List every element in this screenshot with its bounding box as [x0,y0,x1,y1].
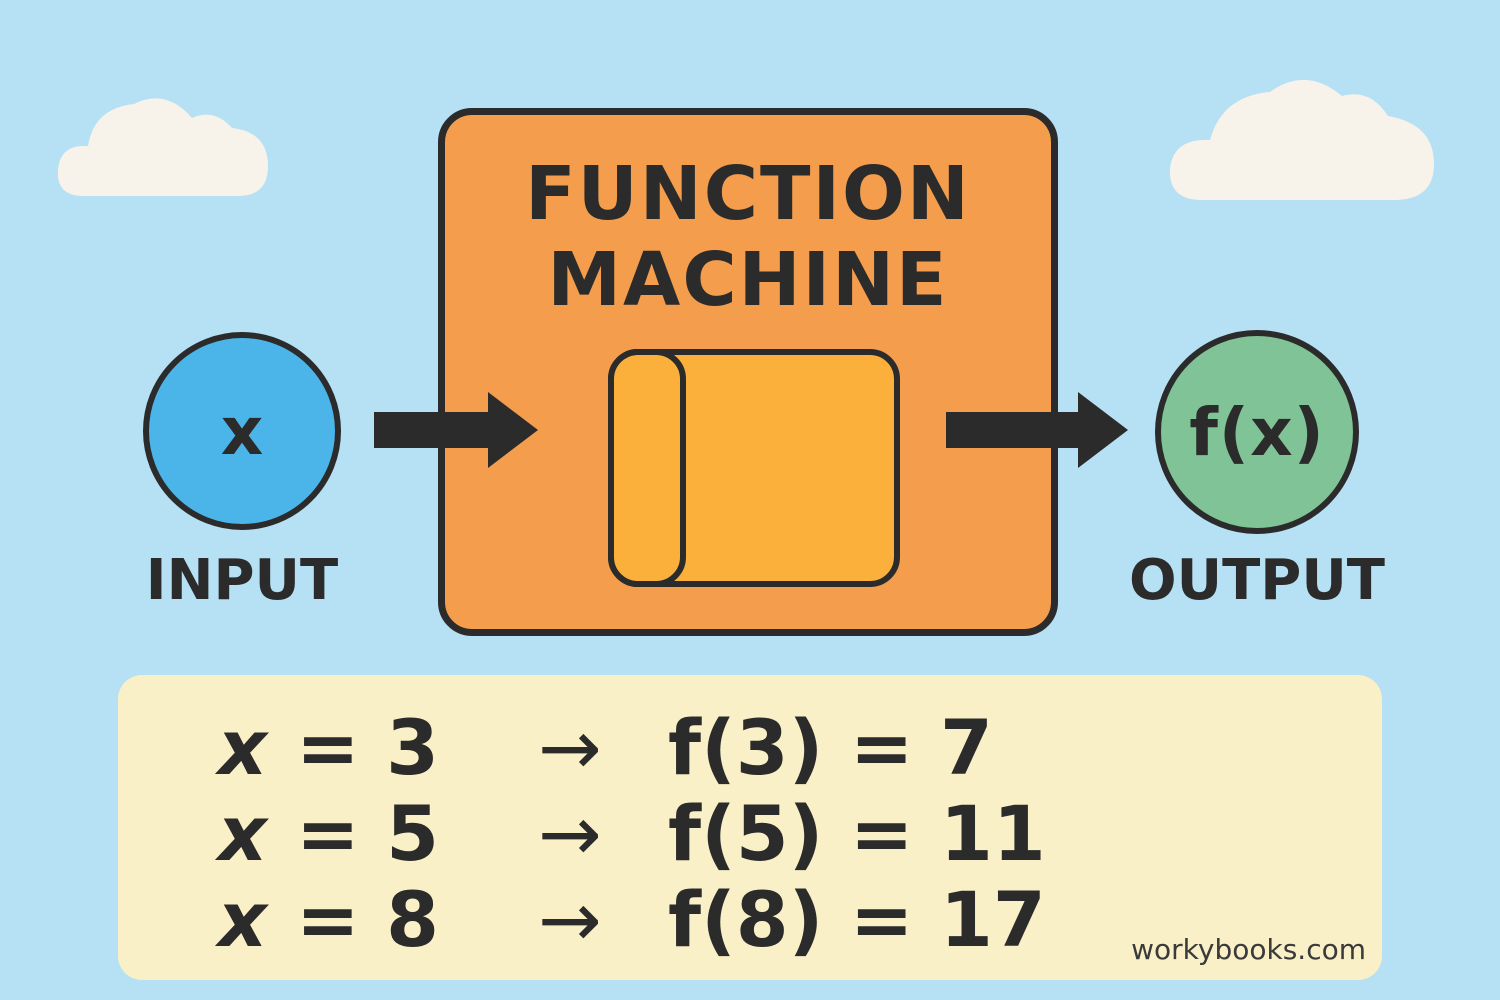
example-arrow: → [538,789,602,878]
watermark: workybooks.com [1131,933,1366,966]
cloud-icon-right [1169,79,1434,200]
example-row: x = 8 → f(8) = 17 [118,875,1382,965]
example-input-var: x [218,875,268,964]
example-output: f(8) = 17 [668,875,1046,964]
input-node: x [143,332,341,530]
function-machine: FUNCTION MACHINE [438,108,1058,636]
machine-inner-box [608,349,900,587]
example-row: x = 3 → f(3) = 7 [118,703,1382,793]
example-input-var: x [218,703,268,792]
example-input-value: = 5 [296,789,440,878]
example-input-value: = 3 [296,703,440,792]
cloud-icon-left [57,98,268,196]
examples-panel: x = 3 → f(3) = 7 x = 5 → f(5) = 11 x = 8… [118,675,1382,980]
example-arrow: → [538,875,602,964]
input-symbol: x [220,392,264,470]
machine-inner-tab [608,349,686,587]
input-label: INPUT [145,548,339,613]
example-input-var: x [218,789,268,878]
machine-title: FUNCTION MACHINE [445,151,1051,323]
output-label: OUTPUT [1129,548,1385,613]
machine-title-line2: MACHINE [547,237,949,323]
example-row: x = 5 → f(5) = 11 [118,789,1382,879]
output-symbol: f(x) [1189,393,1325,471]
machine-title-line1: FUNCTION [525,151,971,237]
example-output: f(5) = 11 [668,789,1046,878]
output-node: f(x) [1155,330,1359,534]
example-input-value: = 8 [296,875,440,964]
right-arrow-icon-in [374,392,538,468]
right-arrow-icon-out [946,392,1128,468]
example-arrow: → [538,703,602,792]
example-output: f(3) = 7 [668,703,993,792]
